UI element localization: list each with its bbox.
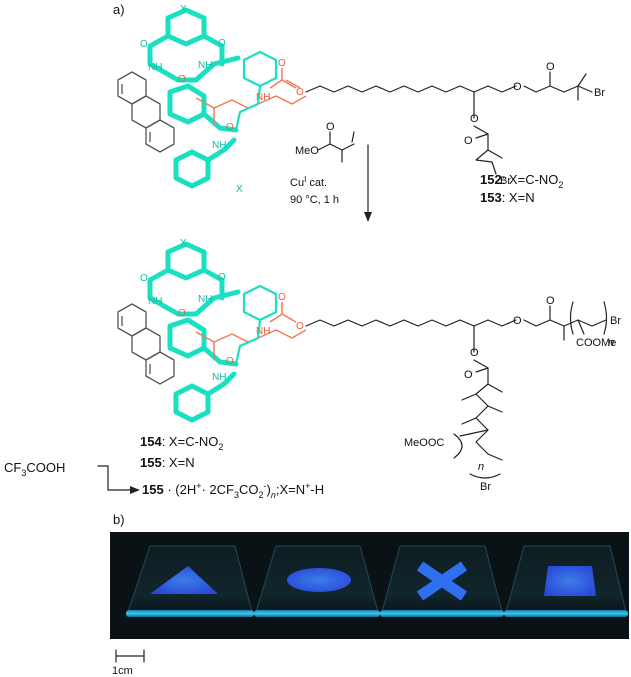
svg-text:O: O (296, 321, 304, 332)
conditions-label: 90 °C, 1 h (290, 194, 339, 206)
scale-bar: 1cm (112, 649, 145, 677)
compound-154-label: 154: X=C-NO2 (140, 434, 223, 452)
top-ester-chain: O O O O Br O O Br (269, 58, 605, 187)
top-x1-label: X (180, 4, 187, 15)
bottom-coome-label: COOMe (576, 337, 616, 349)
slide-2 (254, 545, 380, 617)
compound-155-label: 155: X=N (140, 455, 195, 470)
svg-text:O: O (513, 315, 522, 327)
bottom-phenylene (234, 284, 278, 366)
svg-text:O: O (326, 121, 335, 133)
circle-shape (287, 568, 351, 592)
bottom-nh1-label: NH (198, 294, 212, 305)
bottom-x1-label: X (180, 238, 187, 249)
top-o4-label: O (226, 122, 234, 133)
bottom-meooc-label: MeOOC (404, 437, 444, 449)
panel-a-label: a) (113, 2, 125, 17)
square-shape (544, 566, 596, 596)
slide-3 (380, 545, 504, 617)
top-o2-label: O (218, 38, 226, 49)
bottom-o3-label: O (178, 308, 186, 319)
bottom-o4-label: O (226, 356, 234, 367)
compound-152-label: 152: X=C-NO2 (480, 172, 563, 190)
svg-text:O: O (296, 87, 304, 98)
slide-1 (126, 545, 254, 617)
bottom-br2-label: Br (480, 481, 491, 493)
svg-text:O: O (546, 61, 555, 73)
salt-label: 155 · (2H+· 2CF3CO2-)n;X=N+-H (142, 481, 324, 500)
top-x2-label: X (236, 184, 243, 195)
top-phenylene (234, 50, 278, 132)
catalyst-label: CuI cat. (290, 175, 327, 189)
svg-text:O: O (464, 369, 473, 381)
svg-text:O: O (278, 58, 286, 69)
svg-text:O: O (470, 113, 479, 125)
top-nh1-label: NH (198, 60, 212, 71)
top-o3-label: O (178, 74, 186, 85)
top-nh3-label: NH (256, 92, 270, 103)
bottom-nh3-label: NH (256, 326, 270, 337)
bottom-o1-label: O (140, 273, 148, 284)
top-br1-label: Br (594, 87, 605, 99)
svg-text:O: O (278, 292, 286, 303)
triangle-shape (150, 566, 218, 594)
top-nh4-label: NH (212, 140, 226, 151)
bottom-macrocycle (147, 241, 241, 423)
panel-b-label: b) (113, 512, 125, 527)
bottom-n1-label: n (608, 337, 614, 349)
top-anthracene-unit (117, 71, 175, 153)
bottom-nh4-label: NH (212, 372, 226, 383)
bottom-linker-core (195, 329, 307, 360)
svg-text:O: O (464, 135, 473, 147)
svg-text:O: O (470, 347, 479, 359)
top-molecule: X O O NH NH O NH O NH X O O O O Br O (117, 4, 605, 195)
bottom-n2-label: n (478, 461, 484, 473)
cross-shape (416, 561, 468, 601)
scale-bar-label: 1cm (112, 665, 133, 677)
compound-153-label: 153: X=N (480, 190, 535, 205)
svg-text:O: O (546, 295, 555, 307)
protonation-arrow (97, 465, 140, 494)
top-o1-label: O (140, 39, 148, 50)
svg-text:O: O (513, 81, 522, 93)
top-br2-label: Br (500, 175, 511, 187)
reaction-arrow-group: MeO O CuI cat. 90 °C, 1 h (290, 121, 372, 222)
bottom-nh2-label: NH (148, 296, 162, 307)
bottom-o2-label: O (218, 272, 226, 283)
bottom-br1-label: Br (610, 315, 621, 327)
top-nh2-label: NH (148, 62, 162, 73)
svg-text:MeO: MeO (295, 145, 319, 157)
bottom-anthracene-unit (117, 303, 175, 385)
acid-label: CF3COOH (4, 460, 65, 478)
slide-4 (504, 545, 628, 617)
bottom-molecule: X O O NH NH O NH O NH O O O O COOMe n (117, 238, 621, 493)
methyl-methacrylate-structure: MeO O (295, 121, 355, 163)
top-linker-core (195, 79, 307, 126)
top-macrocycle (147, 7, 241, 189)
bottom-ester-polymer: O O O O COOMe n Br O O (269, 292, 621, 493)
photo-panel (110, 532, 629, 639)
